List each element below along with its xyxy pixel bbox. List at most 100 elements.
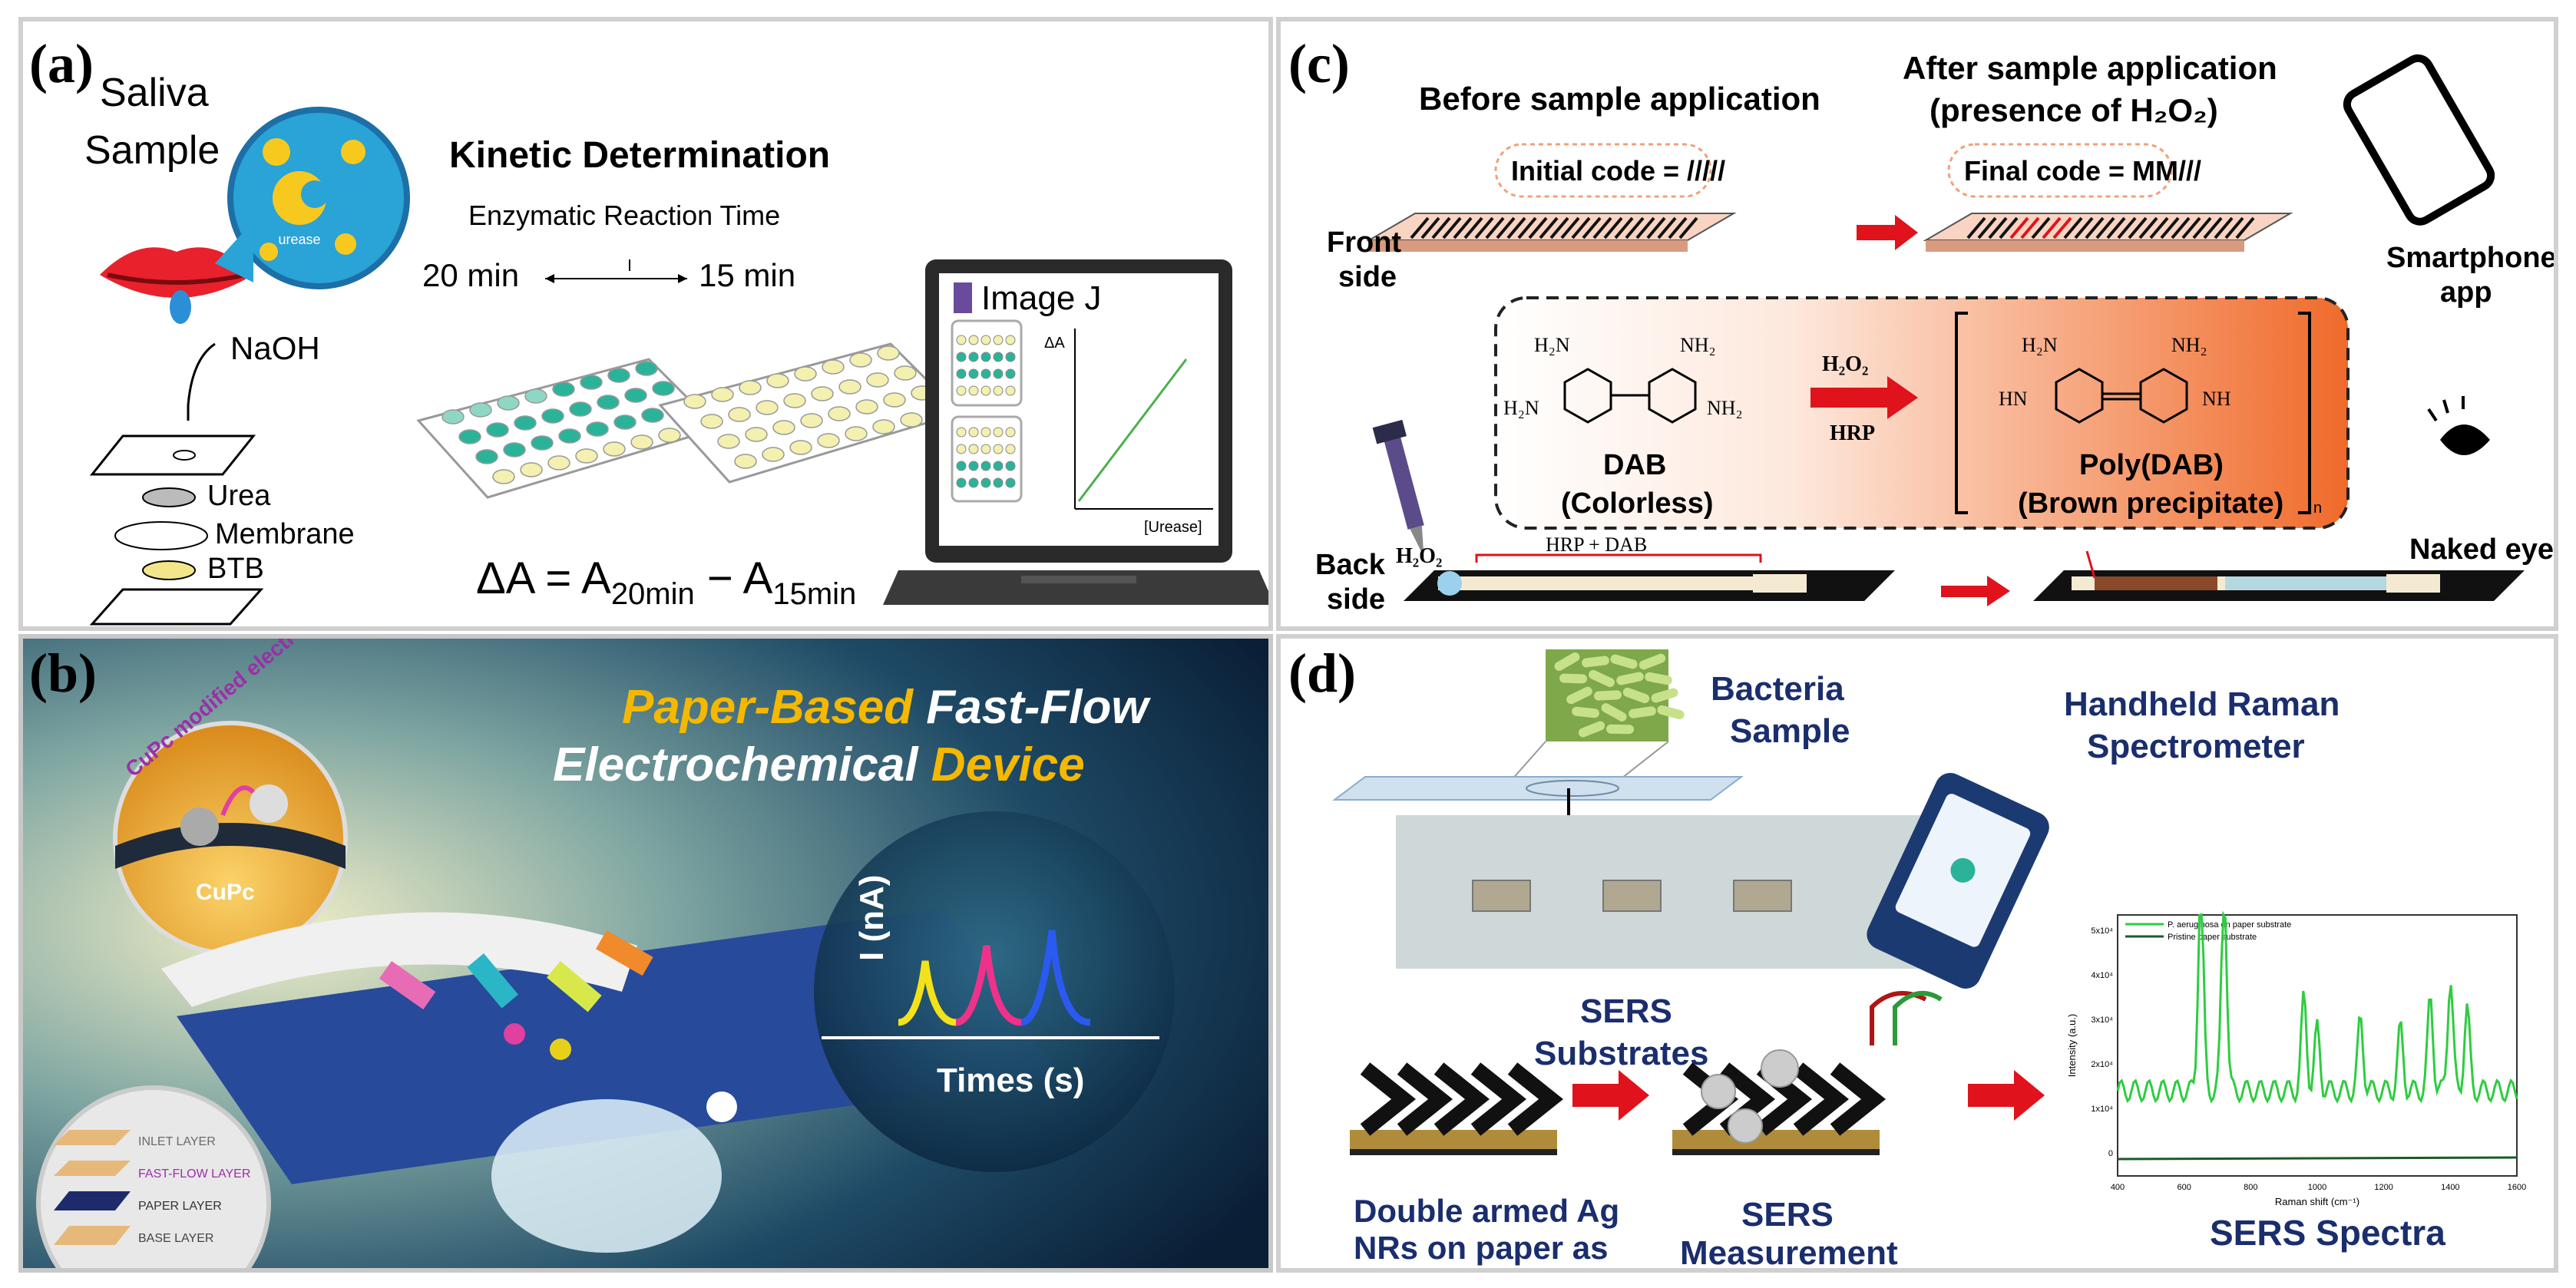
barcode-bar xyxy=(1582,216,1602,239)
barcode-bar xyxy=(1496,216,1516,239)
well xyxy=(652,381,675,396)
bacterium xyxy=(1629,706,1656,718)
t20-label: 20 min xyxy=(422,257,519,293)
barcode-bar xyxy=(2192,216,2212,239)
sers-substrates-label-2: Substrates xyxy=(1534,1035,1708,1072)
x-tick-label: 1400 xyxy=(2441,1183,2459,1192)
handheld-spectrometer-icon xyxy=(1867,772,2049,989)
barcode-bar xyxy=(2138,216,2158,239)
x-tick-label: 800 xyxy=(2244,1183,2257,1192)
bacterium xyxy=(1645,672,1672,685)
bacteria-label-2: Sample xyxy=(1730,712,1850,750)
sers-spectra-label: SERS Spectra xyxy=(2210,1213,2445,1253)
barcode-bar xyxy=(2117,216,2137,239)
measurement-label-2: Measurement xyxy=(1680,1234,1898,1272)
well xyxy=(586,421,609,437)
final-code-label: Final code = MM/// xyxy=(1964,155,2201,187)
panel-d: (d) Bacteria Sample SERS Substrates Hand… xyxy=(1276,634,2558,1273)
well-plate-15min xyxy=(658,342,962,484)
mini-well xyxy=(980,368,991,379)
dab-nh2-top: NH₂ xyxy=(1680,334,1716,356)
barcode-bar xyxy=(1539,216,1559,239)
x-tick-label: 600 xyxy=(2177,1183,2191,1192)
well xyxy=(520,462,543,477)
sample-label: Sample xyxy=(84,128,220,173)
well xyxy=(458,429,481,444)
poly-n-subscript: n xyxy=(2313,500,2322,517)
mini-well xyxy=(993,444,1004,454)
mini-well xyxy=(956,461,967,471)
mini-well xyxy=(956,368,967,379)
well xyxy=(613,414,637,430)
reaction-time-label: Enzymatic Reaction Time xyxy=(468,200,780,231)
panel-c-graphics: Before sample application After sample a… xyxy=(1315,50,2554,616)
well xyxy=(514,415,537,431)
bacterium xyxy=(1566,686,1592,705)
mini-well xyxy=(980,461,991,471)
mini-well xyxy=(980,477,991,488)
well xyxy=(597,395,620,410)
barcode-bar xyxy=(2203,216,2223,239)
mini-well xyxy=(968,444,979,454)
mini-well xyxy=(1005,461,1016,471)
h2o2-strip-label: H₂O₂ xyxy=(1396,544,1442,568)
dab-structure xyxy=(1563,368,1697,424)
barcode-bar xyxy=(2095,216,2115,239)
barcode-bar xyxy=(1549,216,1569,239)
well xyxy=(658,428,681,443)
layer-label: PAPER LAYER xyxy=(138,1200,222,1213)
well xyxy=(547,455,570,471)
well xyxy=(800,413,823,428)
panel-label-c: (c) xyxy=(1288,33,1350,94)
before-label: Before sample application xyxy=(1419,81,1820,117)
peak-yellow xyxy=(898,960,957,1026)
peak-pink xyxy=(955,945,1022,1026)
barcode-bar xyxy=(2020,216,2040,239)
panel-label-d: (d) xyxy=(1288,642,1356,704)
layer-label: INLET LAYER xyxy=(138,1135,216,1148)
well xyxy=(845,426,868,441)
naked-eye-label: Naked eye xyxy=(2409,533,2554,566)
mini-well xyxy=(956,477,967,488)
ag-nanorod xyxy=(1433,1062,1490,1136)
well xyxy=(739,380,762,395)
barcode-bar xyxy=(2063,216,2083,239)
well xyxy=(866,372,889,388)
well xyxy=(469,402,492,418)
panel-label-a: (a) xyxy=(29,33,94,94)
back-side-label-1: Back xyxy=(1315,549,1386,581)
well xyxy=(603,441,626,457)
bacterium xyxy=(1554,652,1580,671)
y-tick-label: 0 xyxy=(2108,1149,2113,1158)
well xyxy=(855,399,878,414)
barcode-bar xyxy=(2085,216,2105,239)
barcode-bar xyxy=(1506,216,1526,239)
x-tick-label: 400 xyxy=(2111,1183,2125,1192)
y-tick-label: 1x10⁴ xyxy=(2091,1105,2113,1114)
red-arrow-1 xyxy=(1572,1070,1649,1121)
panel-d-graphics: Bacteria Sample SERS Substrates Handheld… xyxy=(1332,649,2526,1272)
colorless-label: (Colorless) xyxy=(1561,487,1713,520)
poly-h2n: H₂N xyxy=(2022,334,2058,356)
mini-well xyxy=(1005,385,1016,396)
well xyxy=(503,442,526,457)
bacterium xyxy=(1559,673,1587,684)
measurement-label-1: SERS xyxy=(1741,1196,1834,1234)
barcode-bar xyxy=(1463,216,1483,239)
naoh-label: NaOH xyxy=(230,330,320,366)
paper-disc xyxy=(161,912,637,1007)
eye-icon xyxy=(2440,424,2490,455)
barcode-bar xyxy=(1420,216,1440,239)
mini-well xyxy=(980,385,991,396)
time-axis-label: Times (s) xyxy=(937,1062,1084,1099)
well xyxy=(700,414,723,429)
mini-well xyxy=(956,427,967,438)
barcode-bar xyxy=(2042,216,2062,239)
barcode-bar xyxy=(1560,216,1580,239)
well xyxy=(711,387,734,402)
panel-c: (c) Before sample application After samp… xyxy=(1276,17,2558,631)
layer-label: FAST-FLOW LAYER xyxy=(138,1167,250,1181)
brown-precipitate-label: (Brown precipitate) xyxy=(2018,487,2283,520)
membrane-layer xyxy=(114,521,208,550)
current-axis-label: I (nA) xyxy=(853,875,891,961)
